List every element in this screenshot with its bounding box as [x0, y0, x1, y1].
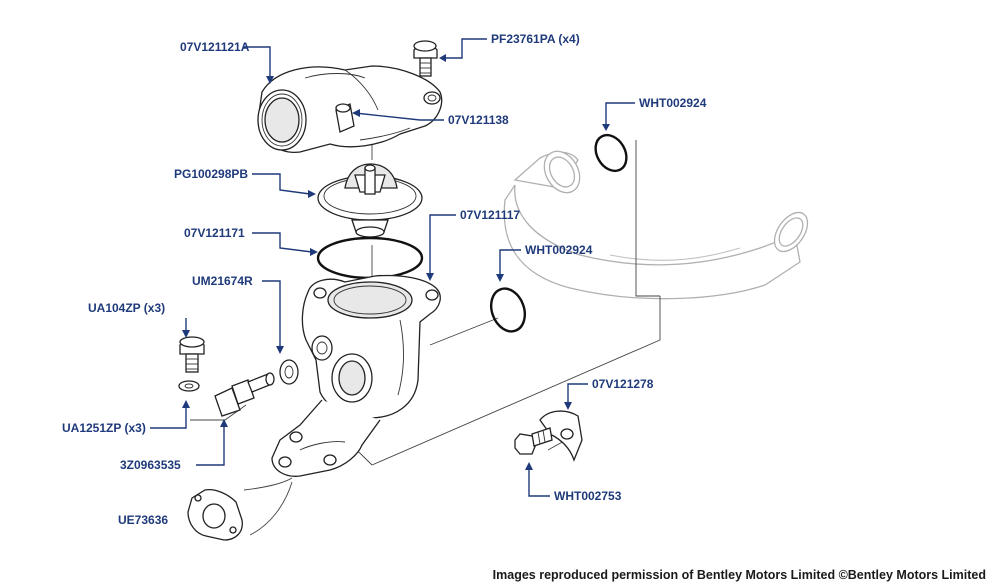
- label-bracket[interactable]: 07V121278: [592, 377, 654, 391]
- leader-housing-body: [426, 214, 456, 281]
- coolant-hose: [503, 150, 809, 300]
- outlet-bolt[interactable]: [413, 40, 438, 77]
- label-outlet-spigot[interactable]: 07V121138: [448, 113, 509, 127]
- thermostat-outlet-elbow[interactable]: [257, 65, 443, 154]
- leader-outlet-spigot: [352, 109, 444, 121]
- leader-housing-washers: [150, 400, 190, 429]
- housing-washer[interactable]: [178, 380, 200, 392]
- label-thermostat[interactable]: PG100298PB: [174, 167, 248, 181]
- label-sensor-seal[interactable]: UM21674R: [192, 274, 253, 288]
- leader-bracket: [564, 383, 588, 410]
- lower-o-ring[interactable]: [485, 284, 530, 336]
- label-lower-o-ring[interactable]: WHT002924: [525, 243, 593, 257]
- copyright-footer: Images reproduced permission of Bentley …: [492, 568, 986, 582]
- leader-lower-o-ring: [496, 249, 521, 282]
- leader-sensor-seal: [262, 280, 284, 354]
- label-outlet-bolts[interactable]: PF23761PA (x4): [491, 32, 580, 46]
- label-temp-sensor[interactable]: 3Z0963535: [120, 458, 181, 472]
- leader-bracket-bolt: [525, 462, 550, 497]
- leader-outlet-bolts: [439, 38, 487, 62]
- label-thermostat-seal[interactable]: 07V121171: [184, 226, 245, 240]
- leader-upper-o-ring: [602, 102, 635, 131]
- label-bracket-bolt[interactable]: WHT002753: [554, 489, 622, 503]
- mounting-bracket[interactable]: [539, 410, 583, 462]
- label-housing-body[interactable]: 07V121117: [460, 208, 520, 222]
- bracket-bolt[interactable]: [514, 427, 553, 455]
- housing-bolt[interactable]: [179, 336, 205, 373]
- label-housing-outlet[interactable]: 07V121121A: [180, 40, 250, 54]
- gasket-leader-curve: [243, 477, 293, 536]
- housing-gasket[interactable]: [187, 488, 243, 541]
- thermostat-seal-ring[interactable]: [316, 236, 424, 280]
- label-housing-washers[interactable]: UA1251ZP (x3): [62, 421, 146, 435]
- upper-o-ring[interactable]: [589, 130, 632, 177]
- label-upper-o-ring[interactable]: WHT002924: [639, 96, 707, 110]
- leader-thermostat-seal: [252, 232, 318, 256]
- label-gasket[interactable]: UE73636: [118, 513, 168, 527]
- thermostat-housing-body[interactable]: [271, 274, 441, 477]
- leader-housing-outlet: [243, 46, 274, 84]
- label-housing-bolts[interactable]: UA104ZP (x3): [88, 301, 165, 315]
- sensor-seal-washer[interactable]: [279, 359, 299, 385]
- leader-temp-sensor: [196, 419, 228, 466]
- leader-housing-bolts: [182, 318, 190, 338]
- temperature-sensor[interactable]: [214, 372, 275, 417]
- thermostat[interactable]: [317, 163, 423, 238]
- leader-thermostat: [252, 173, 316, 198]
